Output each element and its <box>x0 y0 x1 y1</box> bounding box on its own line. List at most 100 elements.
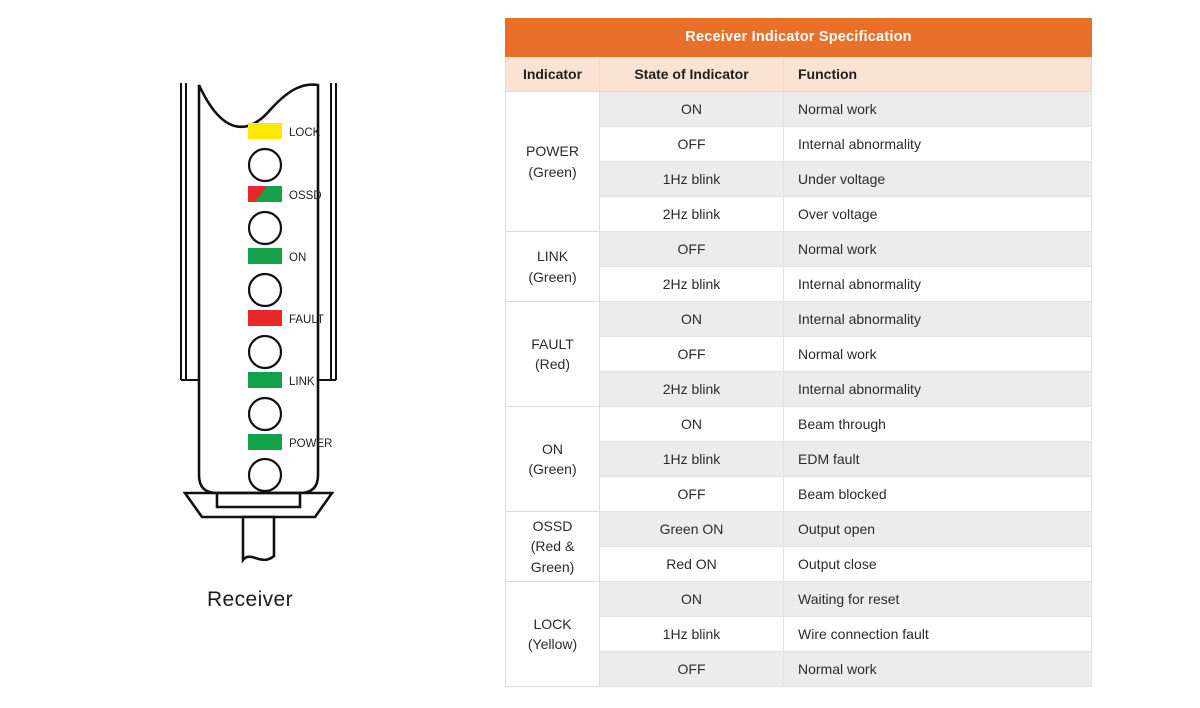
device-base <box>182 491 335 519</box>
function-cell: Internal abnormality <box>783 301 1092 337</box>
function-cell: Output close <box>783 546 1092 582</box>
spec-table-container: Receiver Indicator Specification Indicat… <box>505 18 1092 687</box>
state-cell: ON <box>599 406 784 442</box>
function-cell: Normal work <box>783 651 1092 687</box>
led-swatch-fault <box>248 310 282 326</box>
indicator-color: (Green) <box>528 461 577 477</box>
led-indicator-lock: LOCK <box>247 123 321 183</box>
receiver-caption: Receiver <box>206 588 294 611</box>
indicator-name: OSSD <box>532 518 573 535</box>
led-button-link <box>247 396 283 432</box>
function-cell: Over voltage <box>783 196 1092 232</box>
led-swatch-lock <box>248 123 282 139</box>
indicator-name-cell: ON (Green) <box>505 406 600 512</box>
led-button-on <box>247 272 283 308</box>
indicator-name-cell: POWER (Green) <box>505 91 600 232</box>
function-cell: Internal abnormality <box>783 371 1092 407</box>
indicator-color: (Green) <box>528 163 577 180</box>
indicator-name: POWER <box>526 143 579 160</box>
led-label-link: LINK <box>289 376 315 388</box>
led-button-fault <box>247 334 283 370</box>
column-header-state: State of Indicator <box>599 56 784 92</box>
led-swatch-on <box>248 248 282 264</box>
state-cell: Green ON <box>599 511 784 547</box>
indicator-color: (Green) <box>528 268 577 285</box>
function-cell: Normal work <box>783 336 1092 372</box>
led-button-lock <box>247 147 283 183</box>
state-cell: ON <box>599 581 784 617</box>
led-indicator-link: LINK <box>247 372 315 432</box>
function-cell: Normal work <box>783 231 1092 267</box>
led-label-fault: FAULT <box>289 314 324 326</box>
led-button-ossd <box>247 210 283 246</box>
led-label-on: ON <box>289 252 306 264</box>
led-swatch-power <box>248 434 282 450</box>
state-cell: 2Hz blink <box>599 196 784 232</box>
device-cable <box>241 515 276 564</box>
function-cell: Internal abnormality <box>783 266 1092 302</box>
state-cell: OFF <box>599 126 784 162</box>
state-cell: Red ON <box>599 546 784 582</box>
function-cell: Wire connection fault <box>783 616 1092 652</box>
function-cell: Waiting for reset <box>783 581 1092 617</box>
indicator-name: ON <box>542 440 563 457</box>
column-header-function: Function <box>783 56 1092 92</box>
state-cell: 1Hz blink <box>599 616 784 652</box>
receiver-device-illustration: LOCK OSSD ON FAULT LINK <box>180 83 337 564</box>
led-indicator-fault: FAULT <box>247 310 324 370</box>
led-indicator-on: ON <box>247 248 306 308</box>
state-cell: 2Hz blink <box>599 266 784 302</box>
function-cell: Internal abnormality <box>783 126 1092 162</box>
function-cell: Under voltage <box>783 161 1092 197</box>
indicator-name: LINK <box>536 248 569 265</box>
state-cell: OFF <box>599 336 784 372</box>
state-cell: 1Hz blink <box>599 161 784 197</box>
indicator-name: FAULT <box>531 335 574 352</box>
table-title-row: Receiver Indicator Specification <box>505 18 1092 57</box>
function-cell: Beam blocked <box>783 476 1092 512</box>
function-cell: EDM fault <box>783 441 1092 477</box>
indicator-name-cell: FAULT (Red) <box>505 301 600 407</box>
led-button-power <box>247 457 283 493</box>
function-cell: Beam through <box>783 406 1092 442</box>
indicator-color: (Yellow) <box>527 636 578 652</box>
receiver-diagram-panel: LOCK OSSD ON FAULT LINK <box>0 0 500 708</box>
state-cell: ON <box>599 301 784 337</box>
indicator-color: (Red) <box>534 356 570 372</box>
led-indicator-ossd: OSSD <box>247 186 322 246</box>
state-cell: OFF <box>599 651 784 687</box>
led-label-power: POWER <box>289 438 332 450</box>
led-swatch-link <box>248 372 282 388</box>
function-cell: Output open <box>783 511 1092 547</box>
device-outer-rails <box>180 83 337 381</box>
function-cell: Normal work <box>783 91 1092 127</box>
indicator-name-cell: LOCK (Yellow) <box>505 581 600 687</box>
table-title: Receiver Indicator Specification <box>505 18 1092 57</box>
receiver-indicator-spec-table: Receiver Indicator Specification Indicat… <box>505 18 1092 687</box>
indicator-name-cell: OSSD(Red & Green) <box>505 511 600 582</box>
state-cell: OFF <box>599 231 784 267</box>
indicator-name: LOCK <box>533 615 572 632</box>
led-swatch-ossd <box>248 186 282 202</box>
led-indicator-power: POWER <box>247 434 332 493</box>
column-header-indicator: Indicator <box>505 56 600 92</box>
led-label-lock: LOCK <box>289 127 321 139</box>
indicator-name-cell: LINK (Green) <box>505 231 600 302</box>
state-cell: OFF <box>599 476 784 512</box>
